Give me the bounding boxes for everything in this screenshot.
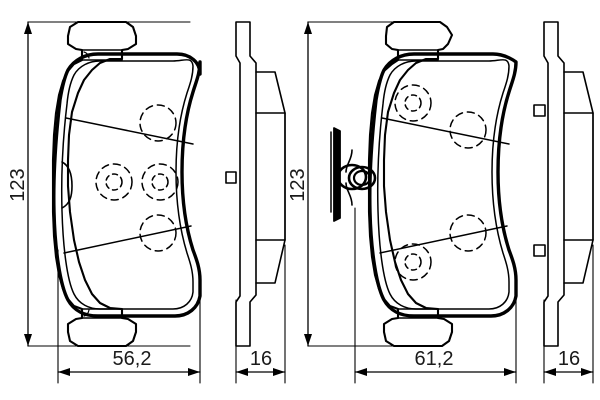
dim-right-height-arrow-bottom bbox=[304, 334, 312, 346]
left-pad-chamfer-line-top bbox=[65, 117, 194, 145]
dim-left-thick-arrow-left bbox=[236, 368, 248, 376]
dimension-left-thickness bbox=[235, 244, 286, 384]
dim-right-thickness-label: 16 bbox=[558, 348, 580, 370]
dimension-right-width bbox=[354, 207, 517, 384]
dim-left-height-arrow-top bbox=[24, 22, 32, 34]
left-pad-side-clip-lug bbox=[225, 171, 237, 184]
dim-left-width-label: 56,2 bbox=[113, 348, 152, 370]
dim-right-width-arrow-left bbox=[355, 368, 367, 376]
right-pad-side-view bbox=[533, 21, 594, 347]
right-pad-front-view bbox=[330, 20, 518, 348]
right-pad-backing-plate-outline bbox=[367, 20, 454, 348]
dim-left-thickness-label: 16 bbox=[250, 348, 272, 370]
wear-sensor-arm-upper bbox=[345, 149, 353, 173]
wear-sensor-arm-lower bbox=[345, 182, 353, 206]
right-pad-chamfer-line-top bbox=[381, 117, 510, 145]
dim-left-height-arrow-bottom bbox=[24, 334, 32, 346]
left-pad-hidden-circle-top bbox=[139, 104, 177, 142]
dimension-left-width bbox=[57, 249, 201, 384]
dim-left-height-label: 123 bbox=[7, 168, 29, 201]
left-pad-chamfer-line-bottom bbox=[63, 225, 192, 254]
left-pad-hidden-bore-mid-left bbox=[105, 173, 123, 191]
right-pad-hidden-bore-upper-left bbox=[404, 94, 422, 112]
dim-right-width-arrow-right bbox=[504, 368, 516, 376]
wear-sensor-coil-inner bbox=[347, 165, 377, 191]
left-pad-hidden-bore-mid-right bbox=[151, 173, 169, 191]
right-pad-hidden-circle-upper-left bbox=[394, 84, 432, 122]
dimension-right-thickness bbox=[543, 244, 594, 384]
left-pad-hidden-circle-mid-left bbox=[95, 163, 133, 201]
right-pad-friction-outer bbox=[368, 52, 518, 318]
right-pad-wear-sensor-clip bbox=[330, 127, 377, 222]
dim-right-width-label: 61,2 bbox=[415, 348, 454, 370]
dim-left-width-arrow-right bbox=[188, 368, 200, 376]
dim-right-height-label: 123 bbox=[287, 168, 309, 201]
wear-sensor-coil-bore bbox=[352, 169, 372, 187]
right-pad-friction-inner bbox=[376, 59, 510, 310]
left-pad-hidden-circle-mid-right bbox=[141, 163, 179, 201]
right-pad-side-backing-plate bbox=[543, 21, 565, 347]
right-pad-hidden-circle-lower-right bbox=[449, 214, 487, 252]
left-pad-side-backing-plate bbox=[235, 21, 257, 347]
left-pad-side-pocket bbox=[61, 161, 73, 209]
dim-left-width-arrow-left bbox=[58, 368, 70, 376]
dim-right-thick-arrow-left bbox=[544, 368, 556, 376]
left-pad-front-view bbox=[51, 20, 202, 348]
dimension-right-height bbox=[304, 21, 421, 347]
right-pad-hidden-bore-lower-left bbox=[404, 253, 422, 271]
dimension-left-height bbox=[24, 21, 191, 347]
right-pad-hidden-circle-lower-left bbox=[394, 243, 432, 281]
dim-left-thick-arrow-right bbox=[273, 368, 285, 376]
right-pad-hidden-circle-upper-right bbox=[449, 111, 487, 149]
right-pad-side-clip-lug-top bbox=[533, 104, 546, 117]
dim-right-height-arrow-top bbox=[304, 22, 312, 34]
wear-sensor-coil-outer bbox=[336, 163, 368, 191]
dim-right-thick-arrow-right bbox=[581, 368, 593, 376]
left-pad-hidden-circle-bottom bbox=[139, 214, 177, 252]
left-pad-backing-plate-outline bbox=[51, 20, 138, 348]
left-pad-friction-inner bbox=[60, 59, 194, 310]
right-pad-side-clip-lug-bottom bbox=[533, 244, 546, 257]
left-pad-side-view bbox=[225, 21, 286, 347]
